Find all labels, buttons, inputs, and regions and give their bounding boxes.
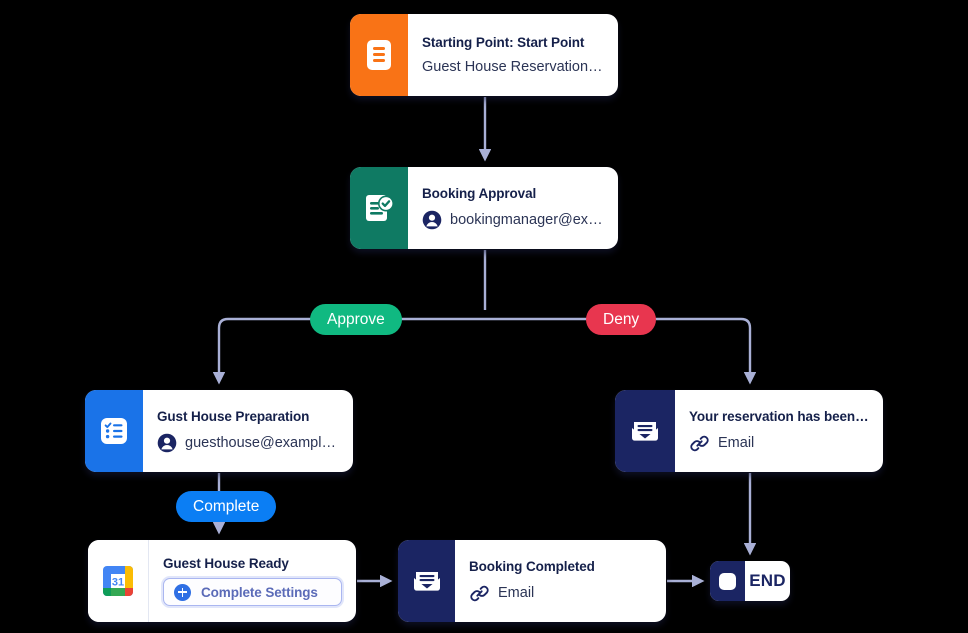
node-subtitle: Email — [718, 435, 755, 451]
stop-square-icon — [710, 561, 745, 601]
node-body: Booking Approval bookingmanager@exa... — [408, 167, 618, 249]
node-title: Booking Approval — [422, 186, 537, 201]
checklist-icon — [85, 390, 143, 472]
node-end[interactable]: END — [710, 561, 790, 601]
node-subtitle-row: Email — [469, 583, 652, 604]
node-body: Guest House Ready Complete Settings — [149, 540, 356, 622]
node-body: Starting Point: Start Point Guest House … — [408, 14, 618, 96]
branch-label-complete[interactable]: Complete — [176, 491, 277, 522]
node-title: Your reservation has been de... — [689, 408, 869, 424]
document-lines-icon — [350, 14, 408, 96]
node-subtitle: bookingmanager@exa... — [450, 212, 604, 228]
node-body: Gust House Preparation guesthouse@exampl… — [143, 390, 353, 472]
node-body: Booking Completed Email — [455, 540, 666, 622]
complete-settings-button[interactable]: Complete Settings — [163, 578, 342, 606]
node-gust-house-preparation[interactable]: Gust House Preparation guesthouse@exampl… — [85, 390, 353, 472]
complete-settings-label: Complete Settings — [201, 584, 318, 600]
node-subtitle-row: Guest House Reservation ... — [422, 59, 604, 75]
google-calendar-icon: 31 — [88, 540, 149, 622]
node-guest-house-ready[interactable]: 31 Guest House Ready Complete Settings — [88, 540, 356, 622]
node-subtitle-row: guesthouse@example... — [157, 433, 339, 453]
link-icon — [689, 433, 710, 454]
end-label: END — [749, 571, 786, 590]
branch-label-text: Approve — [327, 310, 385, 328]
svg-text:31: 31 — [112, 576, 124, 588]
node-body: Your reservation has been de... Email — [675, 390, 883, 472]
branch-label-text: Deny — [603, 310, 640, 328]
branch-label-approve[interactable]: Approve — [310, 304, 402, 335]
node-reservation-denied-email[interactable]: Your reservation has been de... Email — [615, 390, 883, 472]
link-icon — [469, 583, 490, 604]
plus-circle-icon — [174, 583, 191, 601]
envelope-icon — [398, 540, 455, 622]
node-subtitle: Email — [498, 585, 535, 601]
node-title: Starting Point: Start Point — [422, 35, 585, 50]
envelope-icon — [615, 390, 675, 472]
node-start-point[interactable]: Starting Point: Start Point Guest House … — [350, 14, 618, 96]
person-icon — [157, 433, 177, 453]
node-title: Gust House Preparation — [157, 409, 310, 424]
node-subtitle-row: Email — [689, 433, 869, 454]
node-subtitle: Guest House Reservation ... — [422, 59, 604, 75]
node-title: Guest House Ready — [163, 556, 289, 571]
branch-label-deny[interactable]: Deny — [586, 304, 657, 335]
branch-label-text: Complete — [193, 497, 260, 515]
node-subtitle-row: bookingmanager@exa... — [422, 210, 604, 230]
document-check-icon — [350, 167, 408, 249]
node-subtitle: guesthouse@example... — [185, 435, 339, 451]
person-icon — [422, 210, 442, 230]
node-booking-approval[interactable]: Booking Approval bookingmanager@exa... — [350, 167, 618, 249]
node-title: Booking Completed — [469, 558, 595, 574]
node-booking-completed[interactable]: Booking Completed Email — [398, 540, 666, 622]
